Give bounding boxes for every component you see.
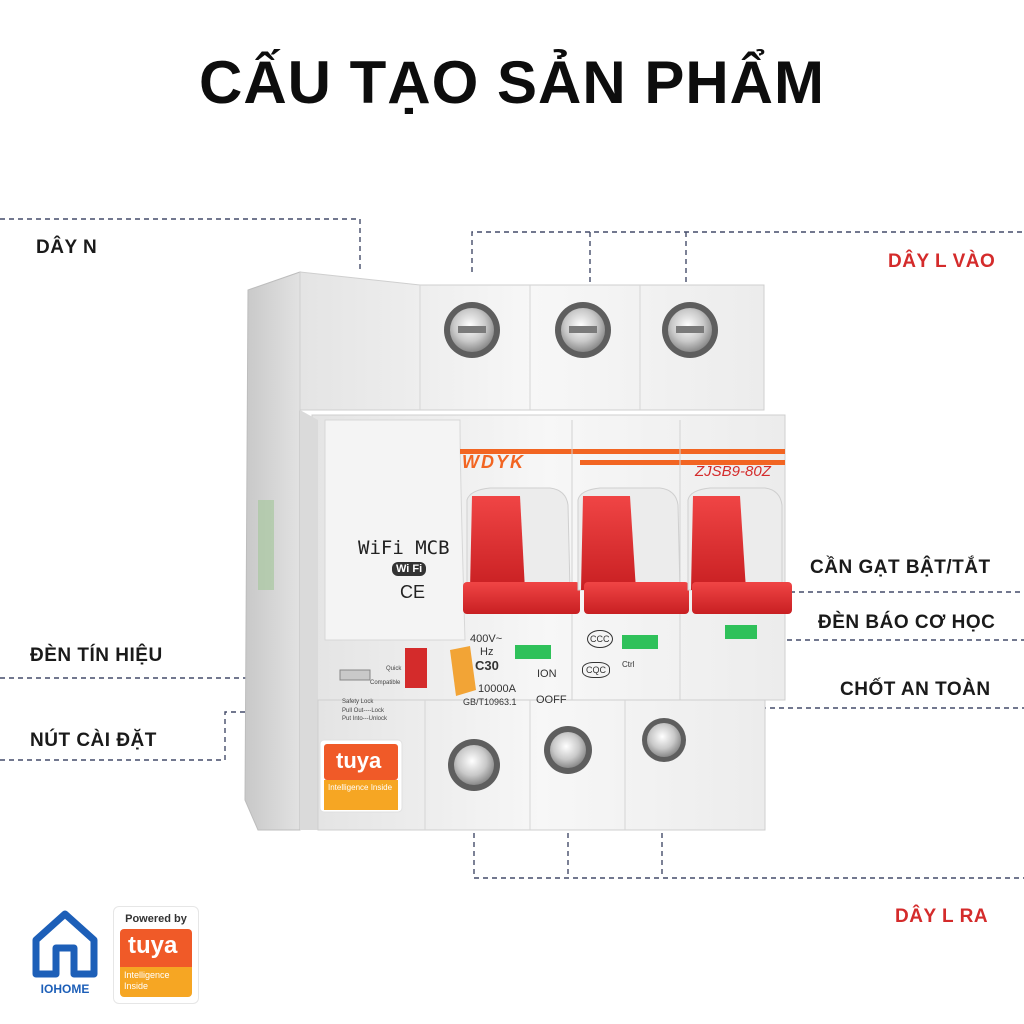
ccc-mark: CCC: [587, 630, 613, 648]
quick-mark: Quick: [386, 666, 402, 672]
label-can-gat: CẦN GẠT BẬT/TẮT: [810, 557, 991, 578]
device-tuya-logo: tuya: [336, 748, 382, 773]
device-name: WiFi MCB: [358, 537, 450, 559]
on-mark: ION: [537, 668, 557, 680]
setting-button: [405, 648, 427, 688]
bottom-screws: [448, 718, 686, 791]
label-den-bao-co-hoc: ĐÈN BÁO CƠ HỌC: [818, 612, 996, 633]
put-into-text: Put Into---Unlock: [342, 716, 388, 722]
off-mark: OOFF: [536, 694, 567, 706]
iohome-logo: IOHOME: [30, 908, 100, 998]
cqc-mark: CQC: [582, 662, 610, 678]
label-chot-an-toan: CHỐT AN TOÀN: [840, 679, 991, 700]
rating-hz: Hz: [480, 646, 494, 658]
house-icon: [32, 910, 98, 978]
ctrl-mark: Ctrl: [622, 660, 635, 669]
red-handles: [463, 487, 792, 614]
breaking-capacity: 10000A: [478, 683, 516, 695]
label-day-n: DÂY N: [36, 237, 98, 258]
safety-latch: [450, 646, 476, 696]
footer-tuya-logo: tuya: [128, 932, 178, 959]
powered-by-tuya-badge: Powered by tuya Intelligence Inside: [113, 906, 199, 1004]
device-model: ZJSB9-80Z: [695, 463, 771, 480]
mechanical-indicators: [515, 625, 757, 659]
powered-by-text: Powered by: [125, 913, 187, 925]
page-title: CẤU TẠO SẢN PHẨM: [199, 49, 825, 116]
footer-intelligence-inside: Intelligence Inside: [124, 970, 170, 991]
top-screws: [444, 302, 718, 358]
standard: GB/T10963.1: [463, 697, 517, 707]
device-brand: WDYK: [462, 452, 525, 472]
wifi-badge: Wi Fi: [392, 562, 427, 576]
signal-light: [339, 669, 371, 681]
safety-lock-text: Safety Lock: [342, 699, 374, 705]
pull-out-text: Pull Out----Lock: [342, 708, 385, 714]
device-intelligence-inside: Intelligence Inside: [328, 783, 393, 792]
compatible-mark: Compatible: [370, 680, 401, 686]
label-nut-cai-dat: NÚT CÀI ĐẶT: [30, 730, 157, 751]
iohome-text: IOHOME: [40, 982, 90, 996]
rating-voltage: 400V~: [470, 633, 503, 645]
rating-current: C30: [475, 658, 499, 673]
label-day-l-ra: DÂY L RA: [895, 906, 989, 927]
label-den-tin-hieu: ĐÈN TÍN HIỆU: [30, 645, 163, 666]
label-day-l-vao: DÂY L VÀO: [888, 251, 996, 272]
ce-mark: CE: [400, 582, 426, 602]
